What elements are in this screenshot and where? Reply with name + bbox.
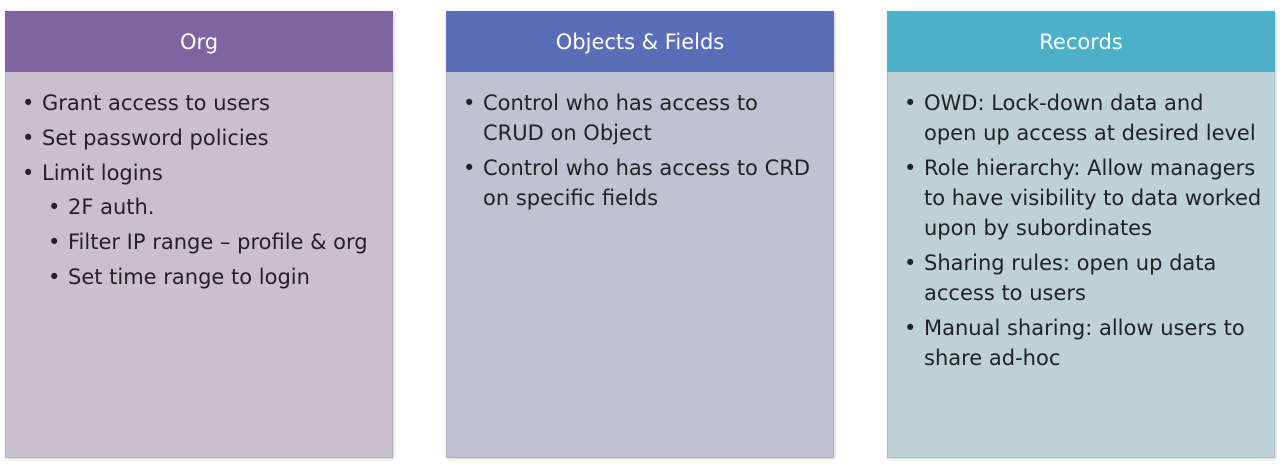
org-panel-body: Grant access to users Set password polic… (5, 72, 393, 458)
objects-bullet-crud-object: Control who has access to CRUD on Object (463, 88, 821, 148)
records-bullet-owd: OWD: Lock-down data and open up access a… (904, 88, 1262, 148)
records-bullet-manual-sharing: Manual sharing: allow users to share ad-… (904, 313, 1262, 373)
org-bullet-limit-logins: Limit logins 2F auth. Filter IP range – … (22, 158, 380, 292)
org-bullet-grant-access: Grant access to users (22, 88, 380, 118)
records-panel: Records OWD: Lock-down data and open up … (887, 11, 1275, 458)
org-sub-bullet-time-range: Set time range to login (48, 262, 380, 292)
objects-fields-panel-header: Objects & Fields (446, 11, 834, 72)
org-bullet-limit-logins-label: Limit logins (42, 161, 163, 185)
records-bullet-sharing-rules: Sharing rules: open up data access to us… (904, 248, 1262, 308)
org-sub-bullet-filter-ip: Filter IP range – profile & org (48, 227, 380, 257)
org-sub-bullet-2f-auth: 2F auth. (48, 192, 380, 222)
objects-fields-panel-body: Control who has access to CRUD on Object… (446, 72, 834, 458)
objects-fields-panel: Objects & Fields Control who has access … (446, 11, 834, 458)
records-panel-body: OWD: Lock-down data and open up access a… (887, 72, 1275, 458)
org-panel: Org Grant access to users Set password p… (5, 11, 393, 458)
records-bullet-role-hierarchy: Role hierarchy: Allow managers to have v… (904, 153, 1262, 243)
objects-fields-panel-title: Objects & Fields (555, 29, 725, 54)
records-bullet-list: OWD: Lock-down data and open up access a… (904, 88, 1262, 373)
records-panel-title: Records (1039, 29, 1123, 54)
org-panel-header: Org (5, 11, 393, 72)
org-bullet-list: Grant access to users Set password polic… (22, 88, 380, 292)
org-panel-title: Org (179, 29, 219, 54)
objects-fields-bullet-list: Control who has access to CRUD on Object… (463, 88, 821, 213)
org-sub-bullet-list: 2F auth. Filter IP range – profile & org… (42, 192, 380, 292)
org-bullet-password-policies: Set password policies (22, 123, 380, 153)
records-panel-header: Records (887, 11, 1275, 72)
objects-bullet-crd-fields: Control who has access to CRD on specifi… (463, 153, 821, 213)
